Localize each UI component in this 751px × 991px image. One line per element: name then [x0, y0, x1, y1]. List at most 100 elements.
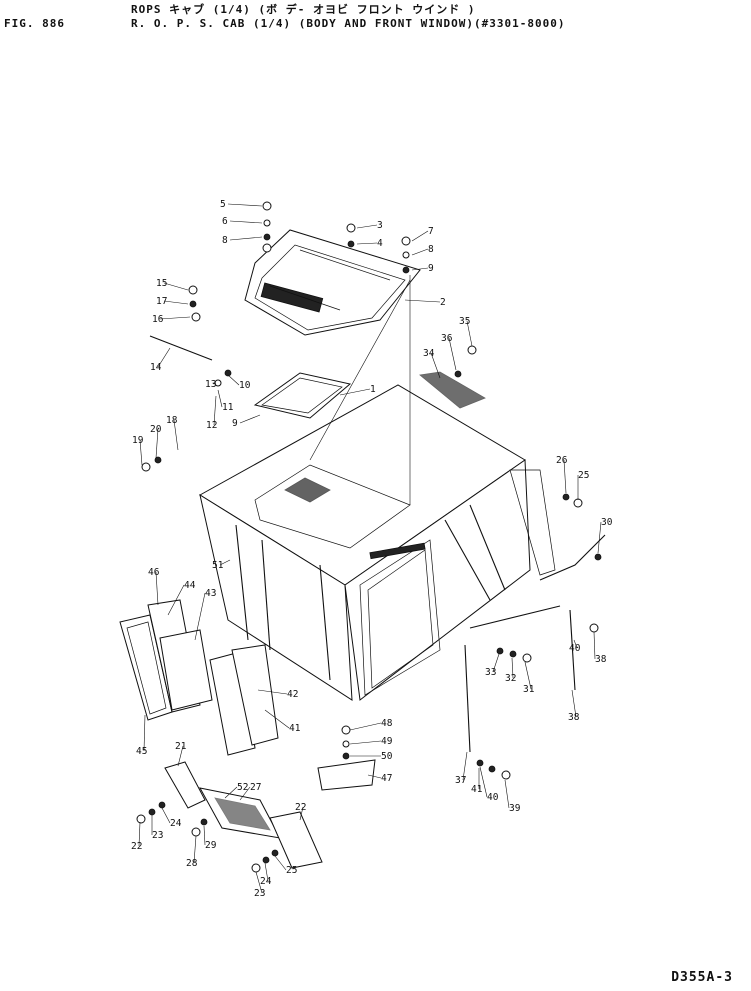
leader-line — [203, 825, 206, 846]
callout-22: 22 — [131, 841, 142, 852]
leader-line — [229, 220, 263, 224]
leader-line — [411, 230, 429, 242]
callout-36: 36 — [441, 333, 453, 344]
leader-line — [404, 299, 441, 303]
callout-38: 38 — [595, 654, 607, 665]
leader-line — [173, 419, 179, 451]
callout-7: 7 — [428, 226, 434, 237]
callout-17: 17 — [156, 296, 167, 307]
callout-40: 40 — [487, 792, 499, 803]
callout-24: 24 — [260, 876, 272, 887]
callout-16: 16 — [152, 314, 164, 325]
leader-line — [227, 203, 263, 207]
callout-27: 27 — [250, 782, 261, 793]
roof-hatch-plate — [244, 229, 421, 336]
callout-22: 22 — [295, 802, 306, 813]
leader-line — [411, 267, 429, 271]
leader-line — [349, 740, 382, 745]
leader-line — [239, 414, 261, 424]
callout-5: 5 — [220, 199, 226, 210]
leader-line — [227, 374, 240, 386]
callout-45: 45 — [136, 746, 147, 757]
leader-line — [255, 871, 263, 894]
callout-layer: 1234567889910111213141516171819202122222… — [131, 199, 613, 899]
callout-9: 9 — [232, 418, 238, 429]
leader-line — [213, 395, 217, 426]
callout-28: 28 — [186, 858, 198, 869]
leader-line — [224, 786, 238, 799]
leader-line — [430, 352, 441, 379]
leader-line — [356, 242, 378, 245]
callout-1: 1 — [370, 384, 376, 395]
callout-51: 51 — [212, 560, 224, 571]
leader-line — [492, 653, 500, 673]
callout-50: 50 — [381, 751, 393, 762]
callout-33: 33 — [485, 667, 496, 678]
callout-48: 48 — [381, 718, 393, 729]
callout-41: 41 — [471, 784, 483, 795]
vent-grille — [419, 371, 486, 409]
leader-line — [511, 657, 514, 679]
leader-line — [597, 521, 602, 554]
callout-6: 6 — [222, 216, 228, 227]
leader-line — [239, 786, 251, 801]
callout-29: 29 — [205, 840, 217, 851]
leader-line — [274, 855, 287, 871]
callout-46: 46 — [148, 567, 160, 578]
callout-18: 18 — [166, 415, 178, 426]
leader-line — [339, 388, 371, 396]
callout-4: 4 — [377, 238, 383, 249]
title-english: R. O. P. S. CAB (1/4) (BODY AND FRONT WI… — [131, 17, 566, 30]
leader-line — [155, 428, 159, 459]
leader-line — [462, 751, 468, 781]
leader-line — [163, 300, 189, 305]
callout-21: 21 — [175, 741, 187, 752]
callout-47: 47 — [381, 773, 392, 784]
leader-line — [193, 835, 197, 864]
leader-line — [161, 807, 171, 824]
leader-line — [571, 689, 577, 718]
callout-34: 34 — [423, 348, 435, 359]
leader-line — [349, 722, 382, 731]
callout-24: 24 — [170, 818, 182, 829]
leader-line — [157, 347, 171, 368]
leader-line — [229, 236, 263, 241]
leader-line — [479, 766, 488, 798]
callout-8: 8 — [428, 244, 434, 255]
leader-line — [411, 248, 429, 256]
leader-line — [264, 709, 290, 729]
callout-49: 49 — [381, 736, 393, 747]
title-japanese: ROPS キャブ (1/4) (ボ デ- オヨビ フロント ウインド ) — [131, 3, 476, 16]
callout-43: 43 — [205, 588, 216, 599]
callout-42: 42 — [287, 689, 298, 700]
callout-23: 23 — [152, 830, 163, 841]
leader-line — [524, 661, 532, 690]
callout-8: 8 — [222, 235, 228, 246]
leader-line — [139, 439, 143, 466]
leader-line — [504, 779, 510, 809]
front-window-frames — [119, 599, 279, 756]
rods — [149, 275, 606, 753]
leader-line — [194, 592, 206, 641]
leader-line — [212, 382, 217, 385]
callout-31: 31 — [523, 684, 535, 695]
model-code: D355A-3 — [671, 970, 733, 985]
callout-9: 9 — [428, 263, 434, 274]
callout-12: 12 — [206, 420, 217, 431]
leader-line — [159, 316, 191, 320]
callout-13: 13 — [205, 379, 216, 390]
callout-32: 32 — [505, 673, 516, 684]
leader-line — [356, 224, 378, 229]
figure-number: FIG. 886 — [4, 17, 65, 30]
callout-52: 52 — [237, 782, 248, 793]
callout-14: 14 — [150, 362, 162, 373]
callout-19: 19 — [132, 435, 144, 446]
leader-line — [563, 459, 567, 494]
leader-line — [167, 584, 185, 616]
leader-line — [466, 320, 473, 347]
callout-37: 37 — [455, 775, 466, 786]
leader-line — [143, 714, 146, 752]
callout-15: 15 — [156, 278, 167, 289]
leader-line — [219, 559, 231, 566]
